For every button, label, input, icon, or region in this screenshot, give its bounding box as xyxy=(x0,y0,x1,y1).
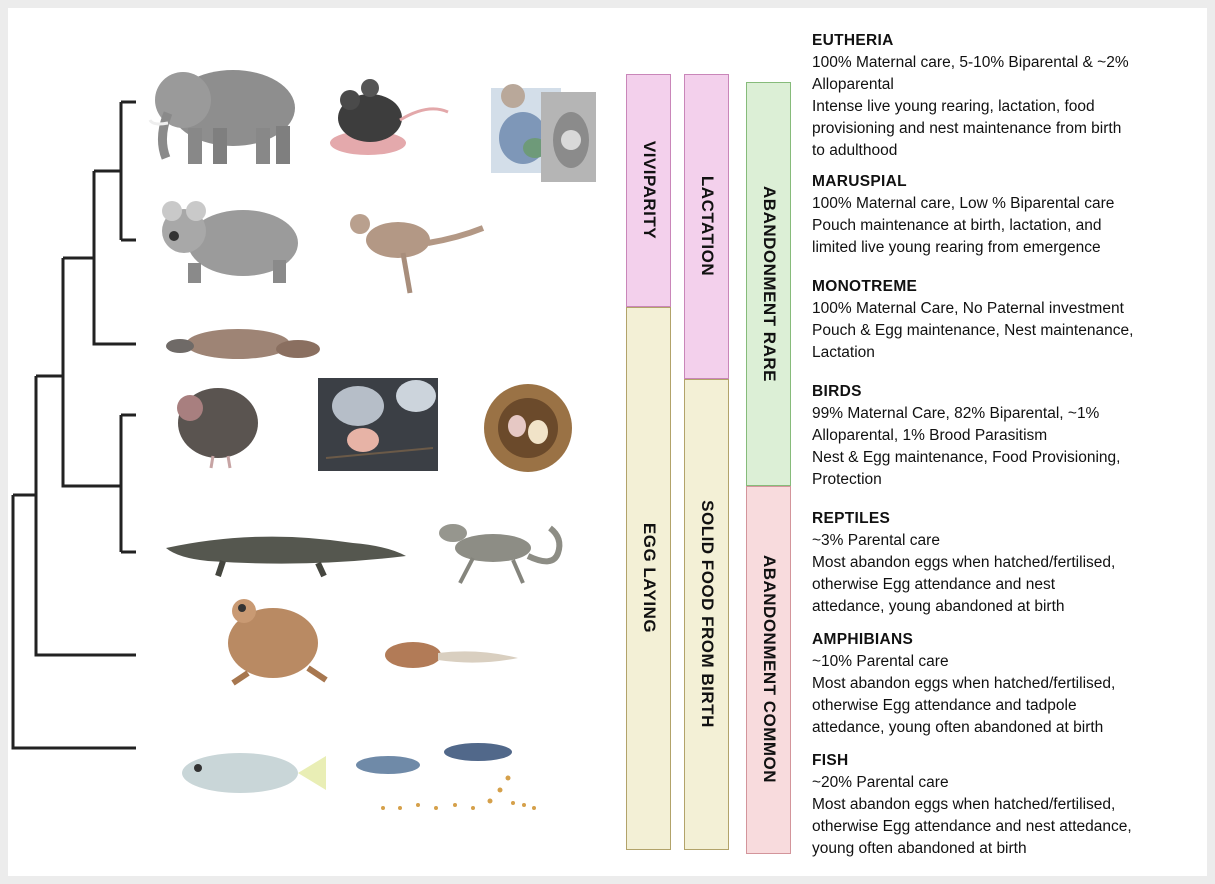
group-title: MARUSPIAL xyxy=(812,171,1215,193)
label-lactation: LACTATION xyxy=(697,176,717,276)
group-title: REPTILES xyxy=(812,508,1215,530)
label-abandonment-rare: ABANDONMENT RARE xyxy=(759,186,779,382)
label-abandonment-common: ABANDONMENT COMMON xyxy=(759,555,779,783)
group-line: provisioning and nest maintenance from b… xyxy=(812,118,1215,140)
group-line: limited live young rearing from emergenc… xyxy=(812,237,1215,259)
group-birds: BIRDS 99% Maternal Care, 82% Biparental,… xyxy=(812,381,1215,491)
label-egg-laying: EGG LAYING xyxy=(639,523,659,633)
elephant-illustration xyxy=(150,70,295,164)
group-marsupial: MARUSPIAL 100% Maternal care, Low % Bipa… xyxy=(812,171,1215,259)
bird-feeding-photo xyxy=(318,378,438,471)
group-line: Intense live young rearing, lactation, f… xyxy=(812,96,1215,118)
group-title: BIRDS xyxy=(812,381,1215,403)
group-line: 100% Maternal care, Low % Biparental car… xyxy=(812,193,1215,215)
nest-illustration xyxy=(484,384,572,472)
group-line: 99% Maternal Care, 82% Biparental, ~1% xyxy=(812,403,1215,425)
group-line: Lactation xyxy=(812,342,1215,364)
group-reptiles: REPTILES ~3% Parental care Most abandon … xyxy=(812,508,1215,618)
group-line: Alloparental, 1% Brood Parasitism xyxy=(812,425,1215,447)
tadpole-illustration xyxy=(385,642,518,668)
lizard-illustration xyxy=(439,524,559,583)
group-line: Pouch maintenance at birth, lactation, a… xyxy=(812,215,1215,237)
group-line: otherwise Egg attendance and tadpole xyxy=(812,695,1215,717)
group-title: EUTHERIA xyxy=(812,30,1215,52)
group-title: MONOTREME xyxy=(812,276,1215,298)
label-solid-food: SOLID FOOD FROM BIRTH xyxy=(697,500,717,728)
group-line: 100% Maternal Care, No Paternal investme… xyxy=(812,298,1215,320)
koala-illustration xyxy=(162,201,298,283)
chick-illustration xyxy=(177,388,258,468)
group-line: Most abandon eggs when hatched/fertilise… xyxy=(812,552,1215,574)
platypus-illustration xyxy=(166,329,320,359)
group-fish: FISH ~20% Parental care Most abandon egg… xyxy=(812,750,1215,860)
tetra-fish-illustration xyxy=(182,753,326,793)
group-line: ~10% Parental care xyxy=(812,651,1215,673)
crocodile-illustration xyxy=(166,537,406,576)
group-line: Nest & Egg maintenance, Food Provisionin… xyxy=(812,447,1215,469)
figure-panel: VIVIPARITY EGG LAYING LACTATION SOLID FO… xyxy=(8,8,1207,876)
frog-illustration xyxy=(228,599,326,683)
group-line: to adulthood xyxy=(812,140,1215,162)
phylogenetic-tree xyxy=(13,102,136,748)
group-line: otherwise Egg attendance and nest xyxy=(812,574,1215,596)
group-monotreme: MONOTREME 100% Maternal Care, No Paterna… xyxy=(812,276,1215,364)
group-line: Pouch & Egg maintenance, Nest maintenanc… xyxy=(812,320,1215,342)
label-viviparity: VIVIPARITY xyxy=(639,141,659,239)
mouse-illustration xyxy=(330,79,448,155)
group-line: Most abandon eggs when hatched/fertilise… xyxy=(812,794,1215,816)
group-line: Alloparental xyxy=(812,74,1215,96)
group-line: otherwise Egg attendance and nest atteda… xyxy=(812,816,1215,838)
group-title: FISH xyxy=(812,750,1215,772)
group-title: AMPHIBIANS xyxy=(812,629,1215,651)
group-line: ~20% Parental care xyxy=(812,772,1215,794)
kangaroo-illustration xyxy=(350,214,483,293)
group-line: young often abandoned at birth xyxy=(812,838,1215,860)
group-line: 100% Maternal care, 5-10% Biparental & ~… xyxy=(812,52,1215,74)
group-line: Most abandon eggs when hatched/fertilise… xyxy=(812,673,1215,695)
zebrafish-illustration xyxy=(356,743,536,810)
group-eutheria: EUTHERIA 100% Maternal care, 5-10% Bipar… xyxy=(812,30,1215,162)
group-amphibians: AMPHIBIANS ~10% Parental care Most aband… xyxy=(812,629,1215,739)
group-line: Protection xyxy=(812,469,1215,491)
human-care-illustration xyxy=(491,84,596,182)
group-line: attedance, young often abandoned at birt… xyxy=(812,717,1215,739)
group-line: ~3% Parental care xyxy=(812,530,1215,552)
group-line: attedance, young abandoned at birth xyxy=(812,596,1215,618)
